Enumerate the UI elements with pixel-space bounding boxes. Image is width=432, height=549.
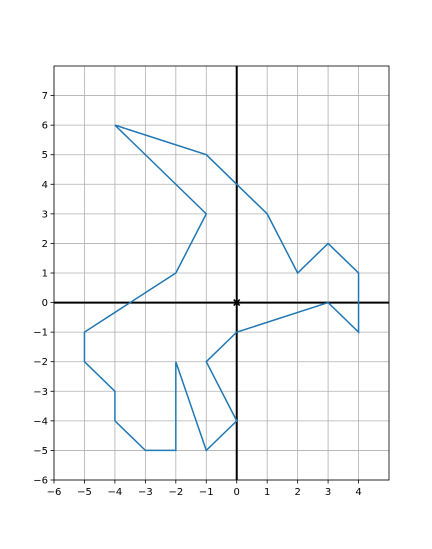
- x-tick-label: 0: [234, 487, 240, 498]
- x-tick-label: −2: [168, 487, 183, 498]
- y-ticks: −6 −5 −4 −3 −2 −1 0 1 2 3 4 5 6 7: [33, 91, 54, 487]
- y-tick-label: −5: [33, 446, 48, 457]
- origin-marker: [233, 299, 241, 307]
- x-tick-label: 2: [294, 487, 300, 498]
- origin-axes: [54, 66, 389, 480]
- series-line-0: [83, 124, 360, 452]
- x-tick-label: −4: [108, 487, 123, 498]
- grid-lines: [53, 66, 389, 481]
- y-tick-label: −3: [33, 387, 48, 398]
- x-ticks: −6 −5 −4 −3 −2 −1 0 1 2 3 4: [47, 480, 362, 498]
- x-tick-label: −6: [47, 487, 62, 498]
- y-tick-label: 5: [42, 150, 48, 161]
- x-tick-label: −5: [77, 487, 92, 498]
- y-tick-label: 7: [42, 91, 48, 102]
- y-tick-label: −4: [33, 416, 48, 427]
- x-tick-label: −1: [199, 487, 214, 498]
- y-tick-label: 1: [42, 269, 48, 280]
- series-layer: [83, 124, 360, 452]
- y-tick-label: −1: [33, 328, 48, 339]
- origin-marker-layer: [233, 299, 241, 307]
- y-tick-label: −2: [33, 357, 48, 368]
- y-tick-label: 4: [42, 180, 48, 191]
- x-tick-label: 1: [264, 487, 270, 498]
- y-tick-label: 6: [42, 121, 48, 132]
- x-tick-label: 4: [355, 487, 361, 498]
- x-tick-label: 3: [325, 487, 331, 498]
- y-tick-label: −6: [33, 476, 48, 487]
- x-tick-label: −3: [138, 487, 153, 498]
- y-tick-label: 3: [42, 209, 48, 220]
- y-tick-label: 0: [42, 298, 48, 309]
- y-tick-label: 2: [42, 239, 48, 250]
